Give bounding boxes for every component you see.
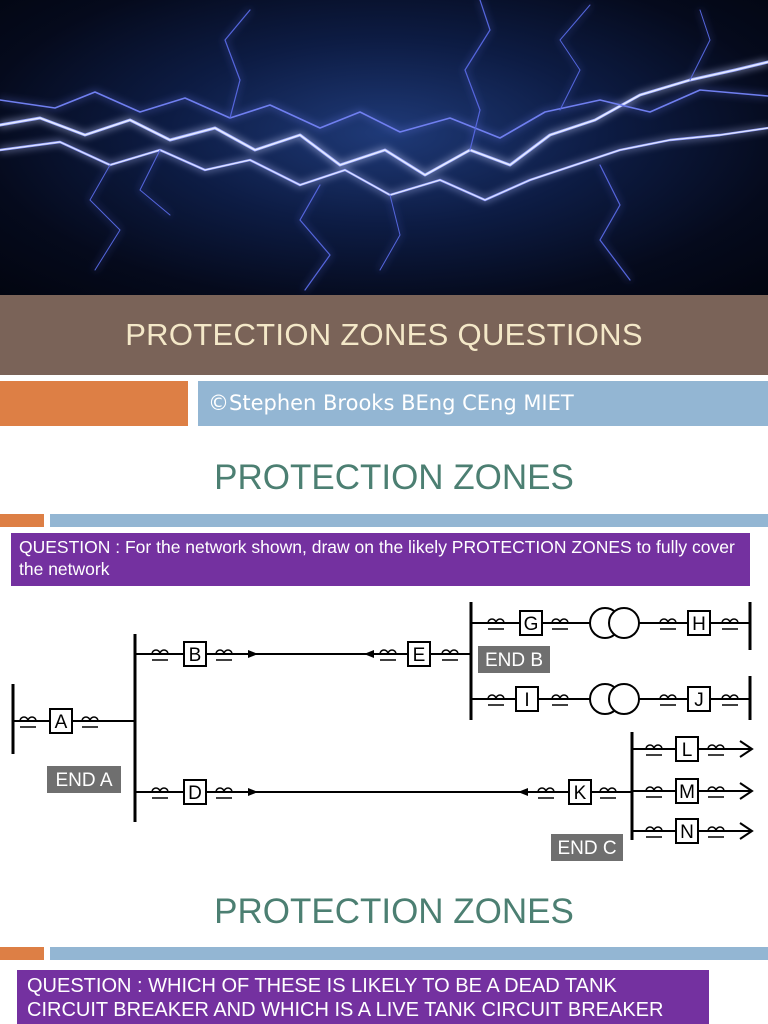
breaker-d-label: D (188, 783, 202, 804)
breaker-h-label: H (692, 614, 706, 635)
lightning-image (0, 0, 768, 295)
breaker-m-label: M (679, 782, 695, 803)
breaker-e-label: E (413, 645, 426, 666)
network-diagram: A B D E G H I J K L M N END A END B END … (11, 602, 754, 861)
breaker-k-label: K (574, 783, 587, 804)
end-b-badge (478, 646, 550, 673)
breaker-j-label: J (694, 690, 704, 711)
breaker-g-label: G (524, 614, 539, 635)
blue-strip (50, 947, 768, 960)
transformer-icon (608, 683, 640, 715)
breaker-b-label: B (189, 645, 202, 666)
title-band: PROTECTION ZONES QUESTIONS (0, 295, 768, 375)
ct-symbols (19, 618, 739, 838)
end-a-label: END A (55, 770, 112, 791)
orange-strip (0, 514, 44, 527)
breaker-l-label: L (682, 740, 693, 761)
question-box-2: QUESTION : WHICH OF THESE IS LIKELY TO B… (17, 970, 709, 1024)
orange-accent-block (0, 381, 188, 426)
author-band: ©Stephen Brooks BEng CEng MIET (198, 381, 768, 426)
end-c-badge (551, 834, 623, 861)
question-box: QUESTION : For the network shown, draw o… (11, 533, 750, 586)
orange-strip (0, 947, 44, 960)
author-credit: ©Stephen Brooks BEng CEng MIET (208, 391, 574, 415)
blue-strip (50, 514, 768, 527)
end-b-label: END B (485, 650, 543, 671)
slide2-title: PROTECTION ZONES (214, 458, 574, 497)
slide3-title: PROTECTION ZONES (214, 892, 574, 931)
breaker-a-label: A (55, 712, 68, 733)
presentation-title: PROTECTION ZONES QUESTIONS (125, 317, 643, 352)
end-a-badge (47, 766, 121, 793)
breaker-i-label: I (524, 690, 529, 711)
breaker-n-label: N (680, 822, 694, 843)
end-c-label: END C (557, 838, 616, 859)
transformer-icon (608, 607, 640, 639)
